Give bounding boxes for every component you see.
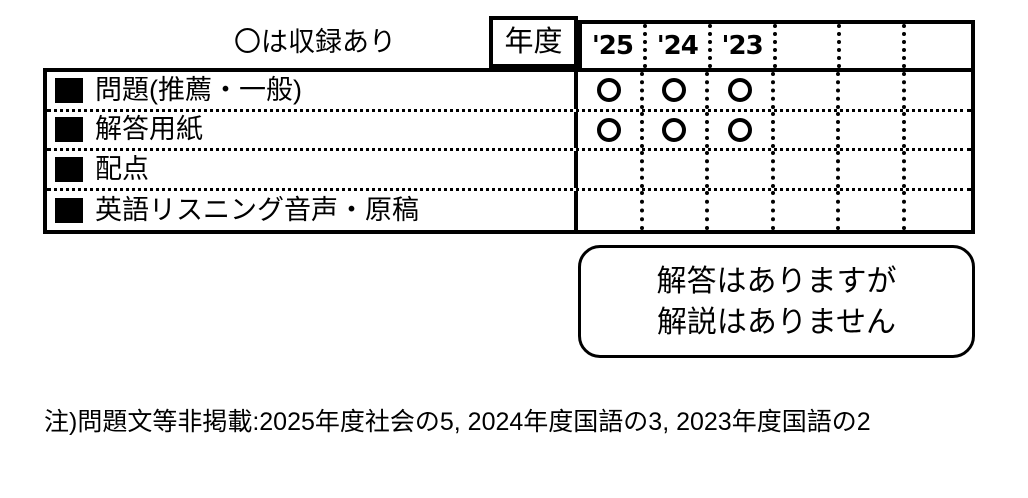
legend-caption: 〇は収録あり: [234, 27, 396, 57]
circle-mark-icon: [662, 78, 687, 103]
mark-cell: [840, 190, 906, 230]
circle-mark-icon: [662, 117, 687, 142]
circle-mark-icon: [596, 117, 621, 142]
mark-cell: [644, 190, 709, 230]
mark-cell: [709, 72, 775, 109]
mark-cell: [775, 190, 840, 230]
table-row: 英語リスニング音声・原稿: [47, 190, 972, 231]
mark-cell: [906, 191, 972, 231]
footnote-text: 注)問題文等非掲載:2025年度社会の5, 2024年度国語の3, 2023年度…: [44, 408, 871, 436]
answer-note-line-2: 解説はありません: [656, 305, 897, 339]
coverage-table: 問題(推薦・一般) 解答用紙 配点: [43, 68, 975, 234]
mark-cell: [840, 111, 906, 148]
row-label-text: 英語リスニング音声・原稿: [95, 194, 419, 225]
square-bullet-icon: [55, 156, 83, 182]
year-column-header: '24: [647, 24, 712, 68]
table-row: 解答用紙: [47, 111, 972, 151]
answer-note-box: 解答はありますが 解説はありません: [578, 245, 975, 358]
row-label-cell: 解答用紙: [47, 111, 578, 148]
mark-cell: [644, 111, 709, 148]
year-column-header: [906, 24, 971, 68]
row-marks: [578, 190, 972, 231]
mark-cell: [709, 151, 775, 188]
row-marks: [578, 111, 972, 149]
mark-cell: [644, 72, 709, 109]
row-label-cell: 配点: [47, 151, 578, 188]
row-marks: [578, 72, 971, 109]
circle-mark-icon: [596, 78, 621, 103]
year-header-label: 年度: [489, 16, 578, 68]
mark-cell: [775, 111, 840, 148]
row-label-text: 解答用紙: [95, 114, 203, 145]
year-column-header: '25: [582, 24, 647, 68]
mark-cell: [578, 111, 644, 148]
mark-cell: [840, 151, 906, 188]
mark-cell: [840, 72, 906, 109]
circle-mark-icon: [727, 78, 752, 103]
mark-cell: [578, 72, 644, 109]
square-bullet-icon: [55, 77, 83, 103]
mark-cell: [709, 190, 775, 230]
circle-mark-icon: [727, 117, 752, 142]
mark-cell: [906, 112, 972, 149]
square-bullet-icon: [55, 197, 83, 223]
year-column-header: [777, 24, 842, 68]
table-row: 配点: [47, 151, 971, 191]
mark-cell: [775, 151, 840, 188]
mark-cell: [906, 72, 972, 109]
row-label-text: 配点: [95, 153, 149, 184]
mark-cell: [578, 190, 644, 230]
row-label-cell: 問題(推薦・一般): [47, 72, 578, 109]
mark-cell: [709, 111, 775, 148]
year-header-label-text: 年度: [504, 26, 563, 58]
row-marks: [578, 151, 971, 188]
table-row: 問題(推薦・一般): [47, 72, 971, 112]
mark-cell: [578, 151, 644, 188]
answer-note-line-1: 解答はありますが: [656, 264, 897, 298]
row-label-cell: 英語リスニング音声・原稿: [47, 190, 578, 230]
year-columns-header: '25 '24 '23: [578, 20, 975, 68]
year-column-header: [841, 24, 907, 68]
square-bullet-icon: [55, 117, 83, 143]
year-column-header: '23: [712, 24, 777, 68]
mark-cell: [644, 151, 709, 188]
mark-cell: [775, 72, 840, 109]
row-label-text: 問題(推薦・一般): [95, 74, 302, 105]
mark-cell: [906, 151, 972, 188]
